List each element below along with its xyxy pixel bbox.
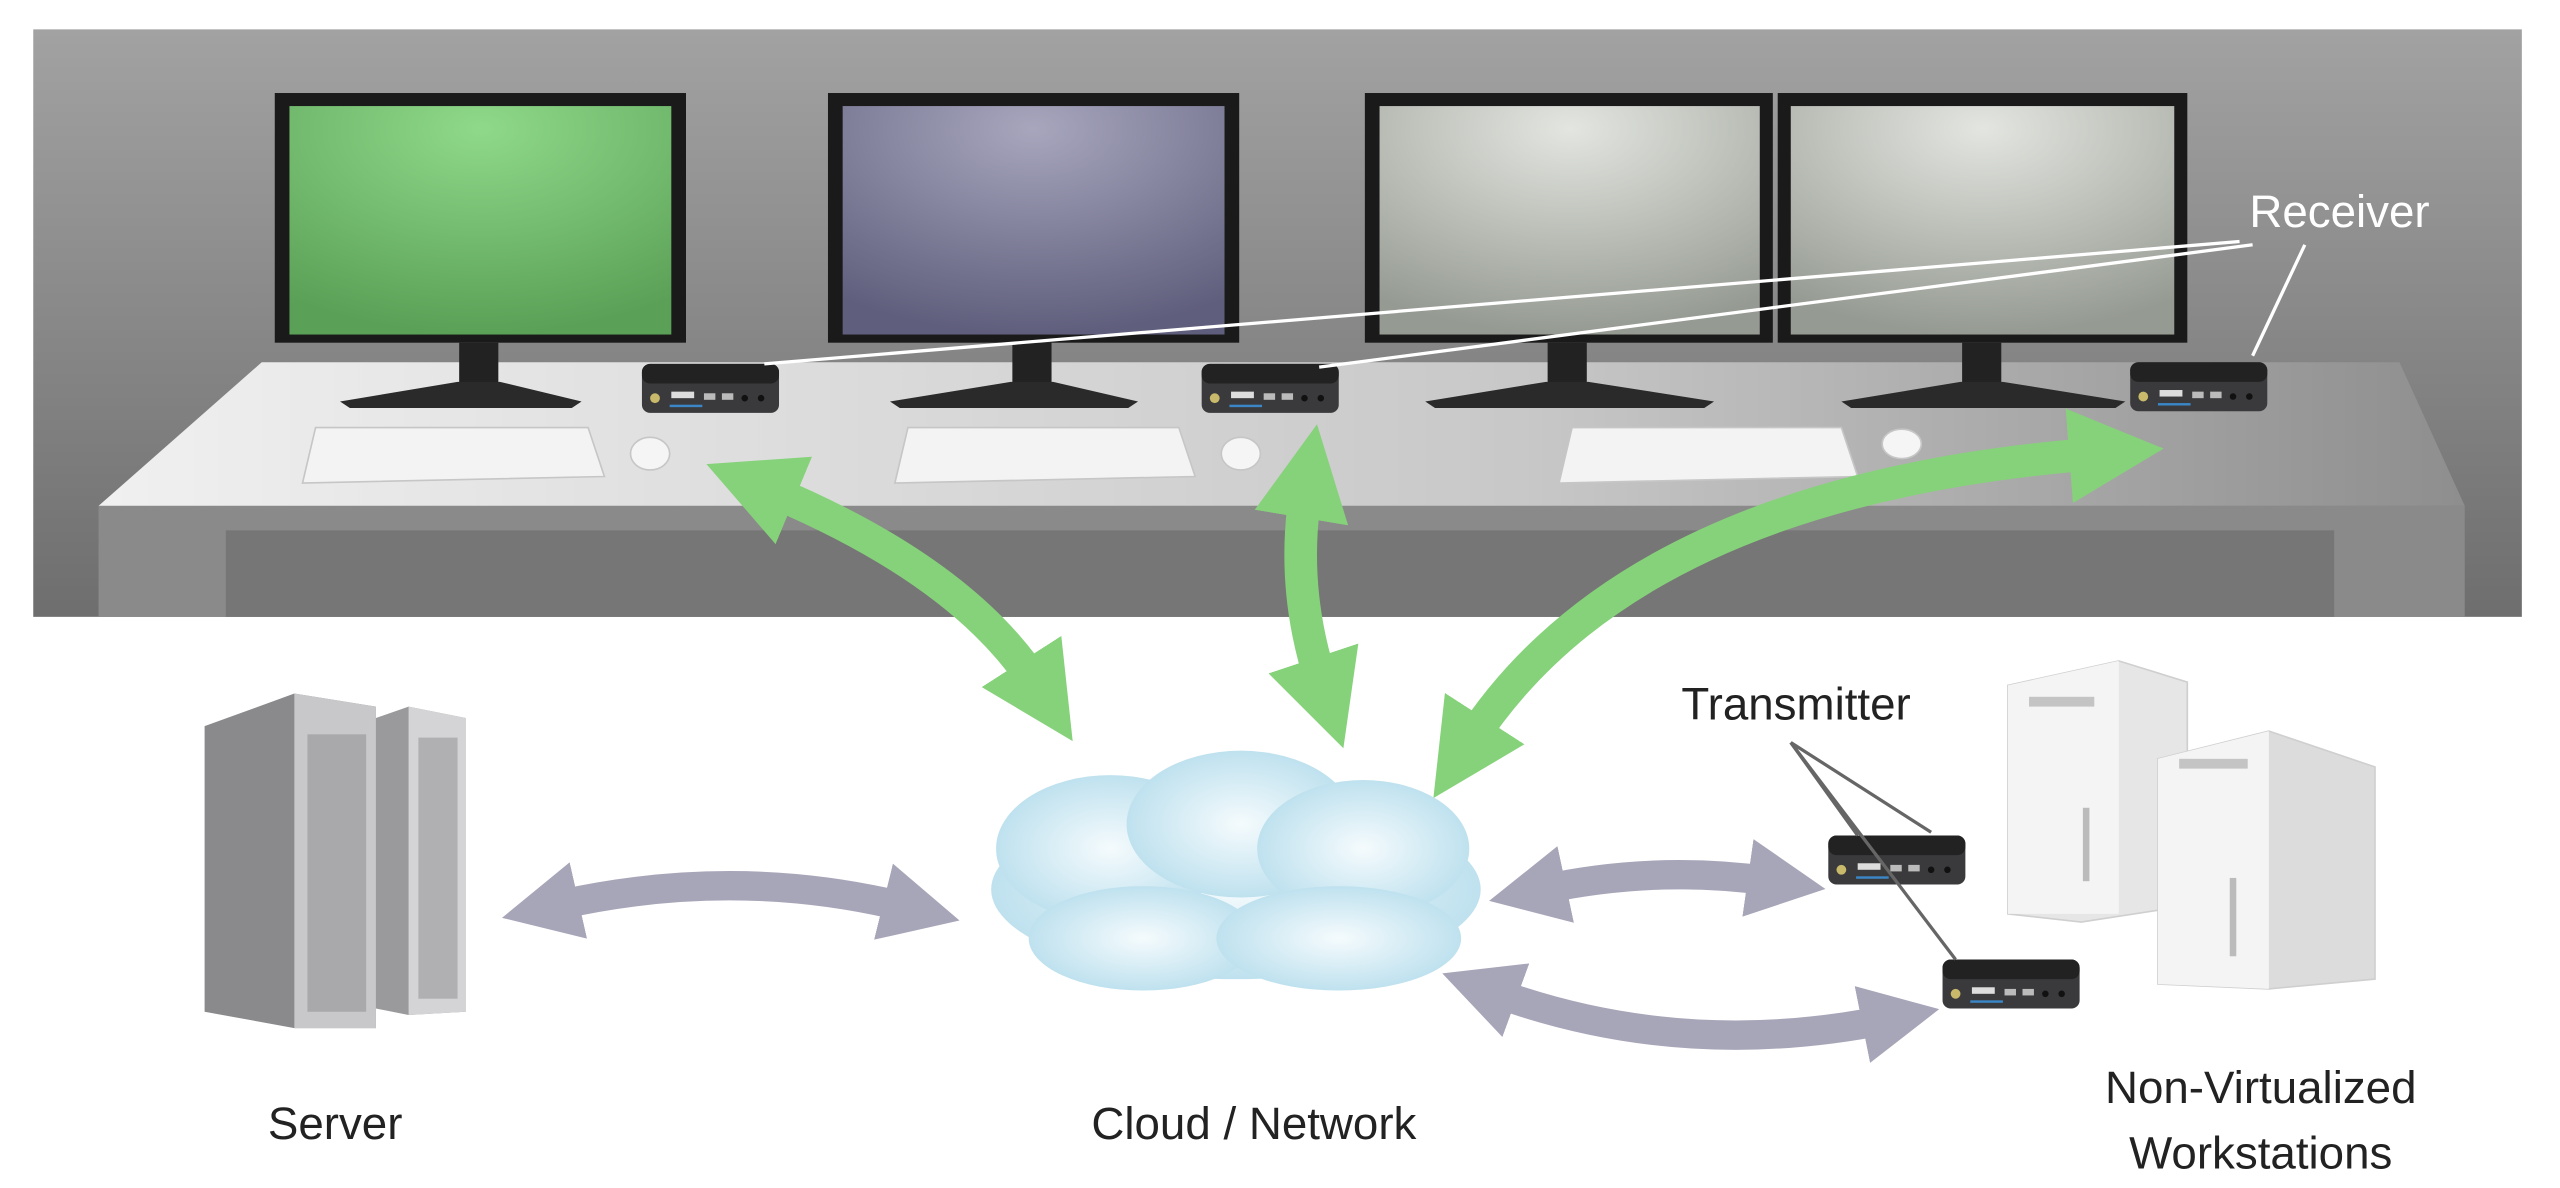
transmitter-callout-lines [1789, 741, 1957, 961]
monitor-screen [289, 106, 672, 335]
workspace-area: Receiver [33, 29, 2522, 617]
cloud-icon [991, 750, 1481, 991]
monitor-1 [274, 93, 686, 408]
monitor-screen [1379, 106, 1760, 335]
mouse-2 [1220, 436, 1262, 471]
server-label: Server [268, 1098, 403, 1149]
keyboard-2 [893, 426, 1197, 484]
workstation-2 [2157, 730, 2376, 990]
arrow-receiver-3-cloud [1433, 408, 2164, 799]
workstation-1 [2006, 660, 2189, 923]
keyboard-3 [1558, 426, 1859, 484]
mouse-3 [1881, 428, 1923, 460]
transmitter-device-1 [1828, 835, 1966, 885]
desk-underside [225, 530, 2335, 617]
keyboard-1 [301, 426, 606, 484]
receiver-device-1 [641, 363, 780, 413]
receiver-label: Receiver [2249, 186, 2429, 237]
purple-arrows [501, 839, 1940, 1063]
workstations-label-line2: Workstations [2129, 1127, 2392, 1178]
arrow-cloud-transmitter-1 [1489, 839, 1826, 923]
arrow-receiver-2-cloud [1254, 424, 1359, 749]
monitor-screen [842, 106, 1225, 335]
monitor-screen [1790, 106, 2175, 335]
receiver-device-2 [1201, 363, 1339, 413]
transmitter-device-2 [1942, 959, 2080, 1009]
arrow-server-cloud [501, 862, 960, 940]
arrow-receiver-1-cloud [706, 456, 1073, 742]
transmitter-label: Transmitter [1681, 679, 1910, 730]
arrow-cloud-transmitter-2 [1442, 963, 1940, 1063]
receiver-device-3 [2130, 362, 2268, 412]
server [204, 693, 466, 1029]
monitor-2 [827, 93, 1240, 408]
green-arrows [706, 408, 2164, 799]
workstations-label-line1: Non-Virtualized [2105, 1062, 2417, 1113]
cloud-label: Cloud / Network [1091, 1098, 1416, 1149]
mouse-1 [629, 436, 671, 471]
monitor-3 [1364, 93, 1773, 408]
receiver-callout-lines [764, 239, 2307, 369]
